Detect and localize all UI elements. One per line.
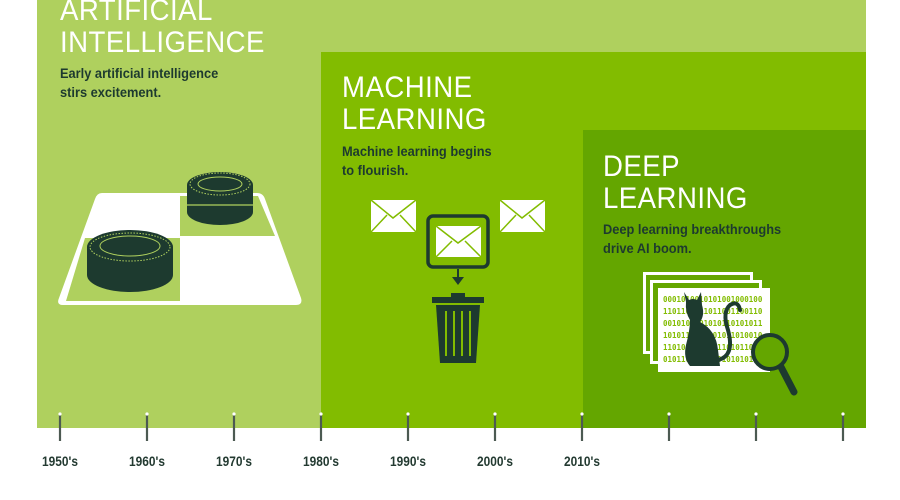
timeline-tick-head	[841, 412, 845, 416]
ml-subtitle: Machine learning begins to flourish.	[342, 142, 492, 180]
timeline-tick-head	[145, 412, 149, 416]
dl-subtitle-line: drive AI boom.	[603, 241, 692, 256]
envelope-icon	[370, 199, 417, 233]
timeline-label: 1950's	[42, 453, 78, 469]
checkers-icon	[58, 172, 302, 305]
timeline-tick-head	[493, 412, 497, 416]
svg-text:0001010010101001000100: 0001010010101001000100	[663, 295, 763, 304]
timeline-label: 1980's	[303, 453, 339, 469]
timeline-tick-head	[754, 412, 758, 416]
timeline-ticks	[58, 412, 845, 441]
dl-subtitle-line: Deep learning breakthroughs	[603, 222, 782, 237]
svg-text:1101101011011001100110: 1101101011011001100110	[663, 307, 763, 316]
timeline-tick-head	[406, 412, 410, 416]
timeline-label: 2010's	[564, 453, 600, 469]
ai-title-line: INTELLIGENCE	[60, 26, 265, 59]
dl-title-line: LEARNING	[603, 182, 748, 215]
ai-subtitle-line: Early artificial intelligence	[60, 66, 219, 81]
cat-image-icon: 0001010010101001000100 11011010110110011…	[643, 272, 770, 372]
ai-title-line: ARTIFICIAL	[60, 0, 213, 27]
timeline-tick-head	[667, 412, 671, 416]
ml-subtitle-line: Machine learning begins	[342, 144, 492, 159]
ml-subtitle-line: to flourish.	[342, 163, 409, 178]
svg-text:0010100101010110101011: 0010100101010110101011	[663, 319, 763, 328]
timeline-tick-head	[232, 412, 236, 416]
ai-subtitle-line: stirs excitement.	[60, 85, 162, 100]
magnifier-icon	[751, 333, 798, 396]
timeline-tick-head	[580, 412, 584, 416]
timeline-label: 1970's	[216, 453, 252, 469]
timeline-label: 1960's	[129, 453, 165, 469]
envelope-icon	[499, 199, 546, 233]
ml-title-line: LEARNING	[342, 103, 487, 136]
ai-title: ARTIFICIAL INTELLIGENCE	[60, 0, 265, 59]
ml-title-line: MACHINE	[342, 71, 473, 104]
ai-subtitle: Early artificial intelligence stirs exci…	[60, 64, 218, 102]
timeline-label: 1990's	[390, 453, 426, 469]
trash-icon	[432, 293, 484, 363]
inbox-envelope-icon	[426, 214, 490, 285]
ml-title: MACHINE LEARNING	[342, 72, 487, 136]
dl-title: DEEP LEARNING	[603, 151, 748, 215]
timeline-tick-head	[58, 412, 62, 416]
dl-subtitle: Deep learning breakthroughs drive AI boo…	[603, 220, 781, 258]
timeline-label: 2000's	[477, 453, 513, 469]
timeline-tick-head	[319, 412, 323, 416]
dl-title-line: DEEP	[603, 150, 681, 183]
